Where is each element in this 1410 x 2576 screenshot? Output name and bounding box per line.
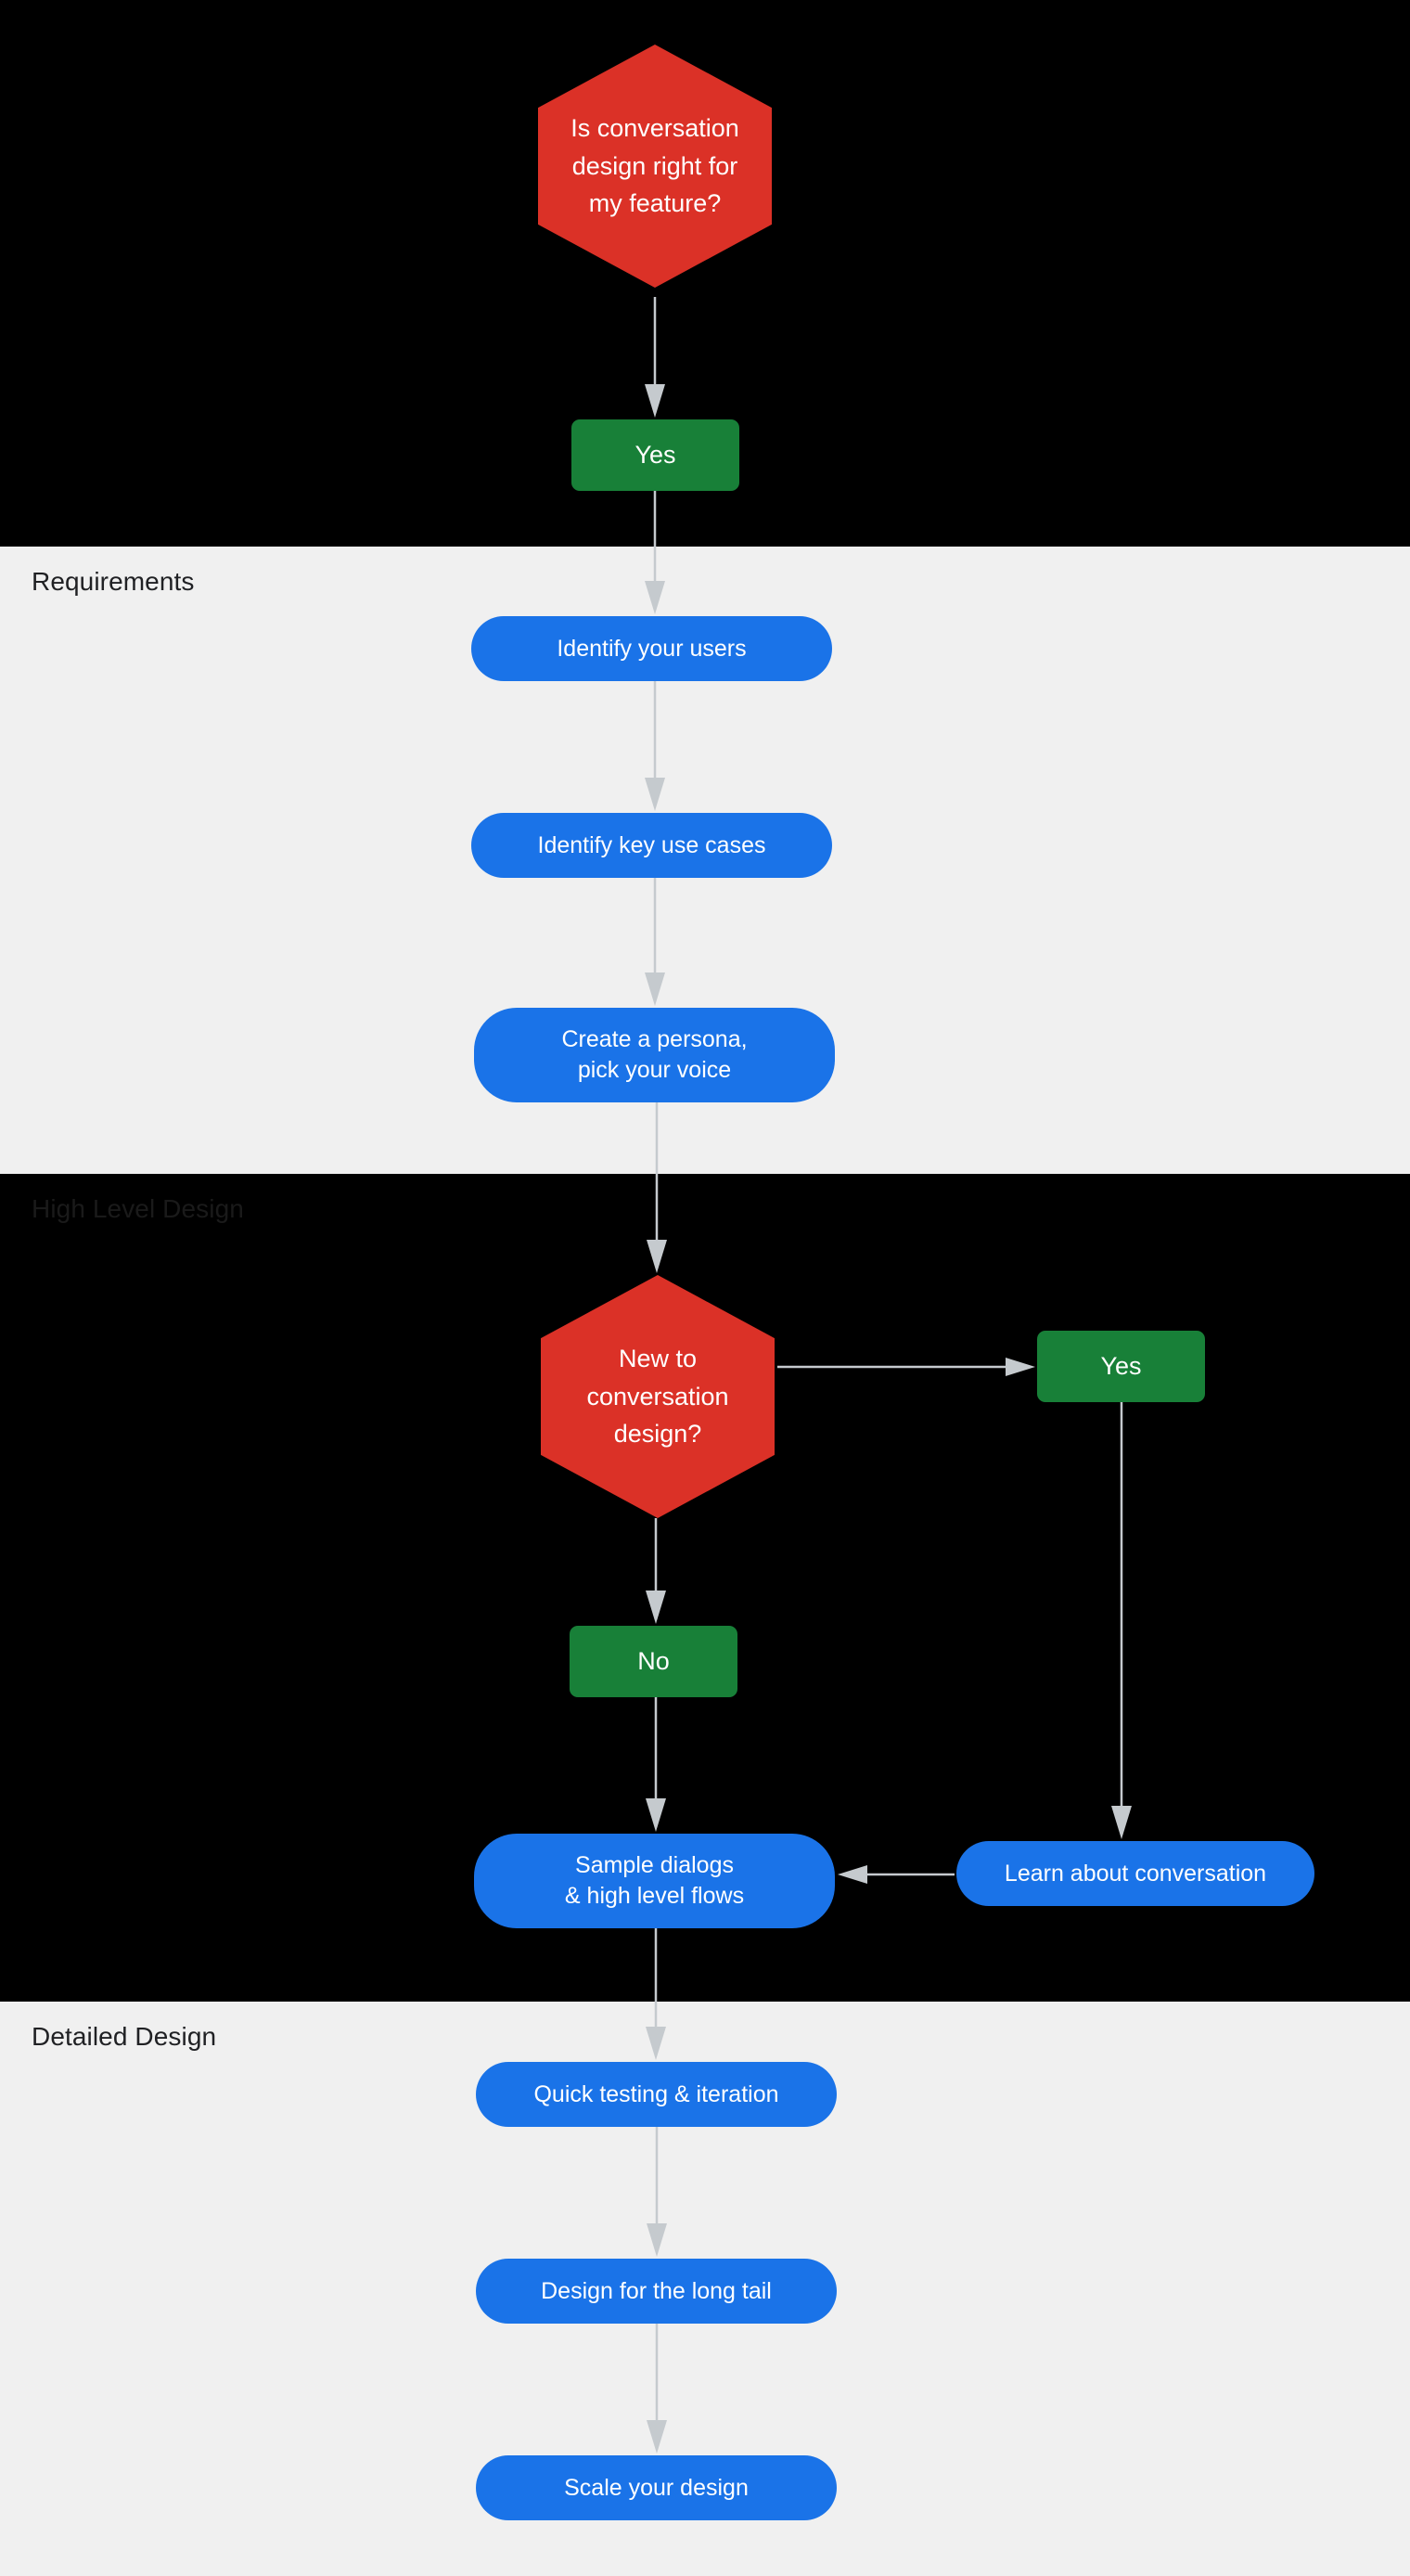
- connector-identify-users-to-identify-use-cases: [642, 681, 668, 811]
- section-label-high-level-design: High Level Design: [32, 1194, 244, 1223]
- connector-q-new-to-cd-to-no-1: [643, 1518, 669, 1624]
- node-quick-testing[interactable]: Quick testing & iteration: [476, 2062, 837, 2127]
- connector-q-new-to-cd-to-yes-2: [777, 1354, 1035, 1380]
- node-yes-2[interactable]: Yes: [1037, 1331, 1205, 1402]
- node-no-1[interactable]: No: [570, 1626, 737, 1697]
- connector-no-1-to-sample-dialogs: [643, 1697, 669, 1832]
- connector-identify-use-cases-to-create-persona: [642, 878, 668, 1006]
- connector-quick-testing-to-long-tail: [644, 2127, 670, 2257]
- connector-learn-conversation-to-sample-dialogs: [838, 1861, 955, 1887]
- node-identify-use-cases[interactable]: Identify key use cases: [471, 813, 832, 878]
- connector-sample-dialogs-to-quick-testing: [643, 1928, 669, 2060]
- node-create-persona[interactable]: Create a persona, pick your voice: [474, 1008, 835, 1102]
- connector-q-right-for-feature-to-yes-1: [642, 297, 668, 418]
- node-yes-1[interactable]: Yes: [571, 419, 739, 491]
- section-label-requirements: Requirements: [32, 567, 195, 596]
- connector-yes-2-to-learn-conversation: [1109, 1402, 1134, 1839]
- connector-create-persona-to-q-new-to-cd: [644, 1102, 670, 1273]
- connector-long-tail-to-scale-design: [644, 2324, 670, 2454]
- node-long-tail[interactable]: Design for the long tail: [476, 2259, 837, 2324]
- section-label-detailed-design: Detailed Design: [32, 2022, 217, 2051]
- node-identify-users[interactable]: Identify your users: [471, 616, 832, 681]
- connector-yes-1-to-identify-users: [642, 491, 668, 614]
- node-sample-dialogs[interactable]: Sample dialogs & high level flows: [474, 1834, 835, 1928]
- node-scale-design[interactable]: Scale your design: [476, 2455, 837, 2520]
- node-learn-conversation[interactable]: Learn about conversation: [956, 1841, 1314, 1906]
